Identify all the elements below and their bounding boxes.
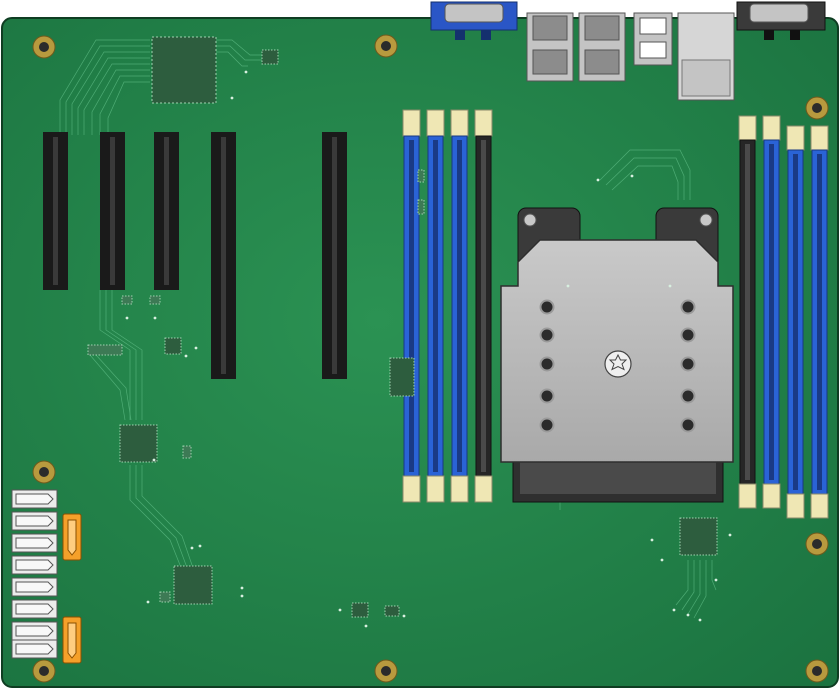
mounting-hole <box>805 659 829 683</box>
heatsink-screw-icon <box>604 350 632 378</box>
rear-io-panel <box>430 1 826 101</box>
ethernet-port-icon <box>526 12 574 82</box>
mounting-hole <box>805 96 829 120</box>
bracket-screw-icon <box>699 213 713 227</box>
sata-port <box>11 511 58 531</box>
port-stack-icon <box>677 12 735 101</box>
sata-port <box>11 599 58 619</box>
ethernet-port-icon <box>578 12 626 82</box>
chip <box>261 49 279 65</box>
dimm-slots-right <box>738 115 829 519</box>
mounting-hole <box>32 460 56 484</box>
mounting-hole <box>805 532 829 556</box>
pcie-slot-4 <box>211 132 236 379</box>
heatsink-holes <box>539 299 696 433</box>
dimm-slots-left <box>402 109 493 503</box>
pcie-slot-5 <box>322 132 347 379</box>
header-pins <box>182 445 192 459</box>
usb-port-icon <box>633 12 673 66</box>
header-pins <box>149 295 161 305</box>
chip <box>679 517 718 556</box>
dimm-slot <box>450 109 469 503</box>
sata-port <box>11 555 58 575</box>
orange-headers <box>62 513 82 664</box>
chip <box>119 424 158 463</box>
mounting-hole <box>32 659 56 683</box>
mounting-holes <box>32 34 829 683</box>
bracket-screw-icon <box>523 213 537 227</box>
sata-port <box>11 639 58 659</box>
dimm-slot <box>786 125 805 519</box>
chips <box>87 36 718 618</box>
sata-port <box>11 533 58 553</box>
dimm-slot <box>810 125 829 519</box>
dimm-slot <box>426 109 445 503</box>
pcie-slot-2 <box>100 132 125 290</box>
pcie-slot-1 <box>43 132 68 290</box>
header-pins <box>417 199 425 215</box>
header-pins <box>121 295 133 305</box>
dimm-slot <box>762 115 781 509</box>
chip <box>351 602 369 618</box>
dimm-slot <box>474 109 493 503</box>
expansion-slots <box>43 132 347 379</box>
component-pads <box>125 70 732 628</box>
chip <box>173 565 213 605</box>
pcie-slot-3 <box>154 132 179 290</box>
mounting-hole <box>374 34 398 58</box>
vga-connector-icon <box>430 1 518 40</box>
header-pins <box>417 169 425 183</box>
header-pins <box>159 591 171 603</box>
mounting-hole <box>32 35 56 59</box>
bmc-chip <box>151 36 217 104</box>
cpu-socket <box>500 207 734 503</box>
sata-port <box>11 621 58 641</box>
dimm-slot <box>402 109 421 503</box>
dimm-slot <box>738 115 757 509</box>
orange-header <box>62 513 82 561</box>
chip <box>389 357 415 397</box>
header-pins <box>87 344 123 356</box>
serial-connector-icon <box>736 1 826 40</box>
sata-port <box>11 489 58 509</box>
mounting-hole <box>374 659 398 683</box>
orange-header <box>62 616 82 664</box>
sata-port <box>11 577 58 597</box>
sata-ports <box>11 489 58 659</box>
chip <box>164 337 182 355</box>
chip <box>384 605 400 617</box>
